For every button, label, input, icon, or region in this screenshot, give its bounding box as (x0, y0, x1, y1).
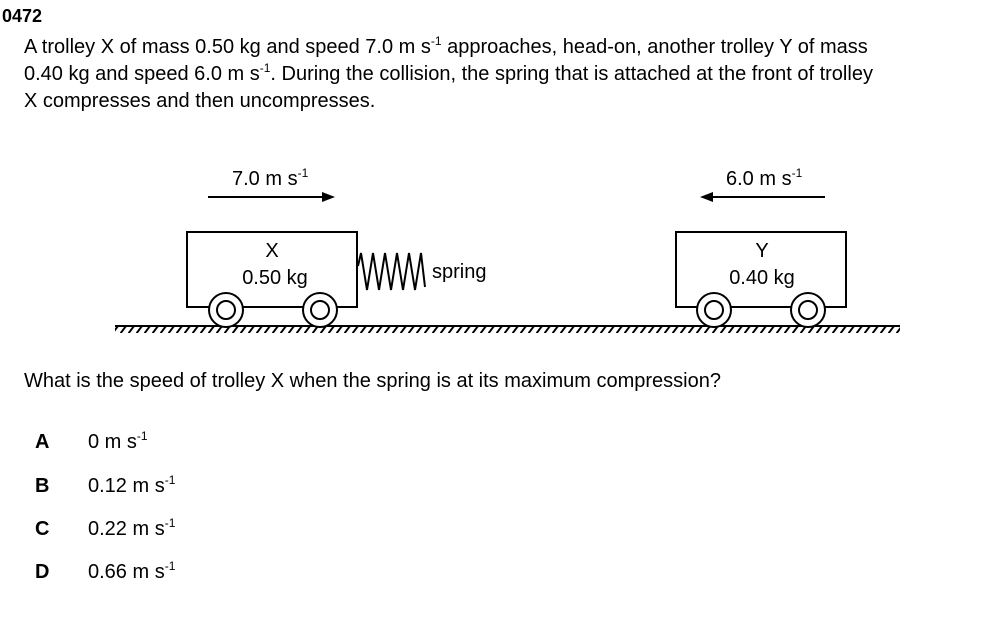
wheel-icon (696, 292, 732, 328)
arrow-right-icon (208, 192, 335, 202)
trolley-x-mass: 0.50 kg (242, 267, 308, 289)
wheel-icon (208, 292, 244, 328)
trolley-x: X 0.50 kg (186, 231, 358, 328)
question-text: What is the speed of trolley X when the … (24, 370, 721, 392)
speed-y-label: 6.0 m s-1 (726, 166, 803, 190)
arrow-left-icon (700, 192, 825, 202)
speed-x-label: 7.0 m s-1 (232, 166, 309, 190)
stem-line-3: X compresses and then uncompresses. (24, 90, 376, 112)
trolley-y-name: Y (755, 240, 768, 262)
wheel-icon (790, 292, 826, 328)
wheel-icon (302, 292, 338, 328)
trolley-y-mass: 0.40 kg (729, 267, 795, 289)
ground-hatching (115, 326, 900, 333)
trolley-x-name: X (265, 240, 278, 262)
spring-icon (357, 252, 426, 291)
spring-label: spring (432, 261, 486, 283)
collision-diagram: 7.0 m s-1 6.0 m s-1 X 0.50 kg spring Y 0… (115, 166, 900, 333)
stem-line-2: 0.40 kg and speed 6.0 m s-1. During the … (24, 61, 873, 85)
trolley-y: Y 0.40 kg (675, 231, 847, 328)
stem-line-1: A trolley X of mass 0.50 kg and speed 7.… (24, 34, 868, 58)
question-number: 0472 (2, 6, 43, 26)
